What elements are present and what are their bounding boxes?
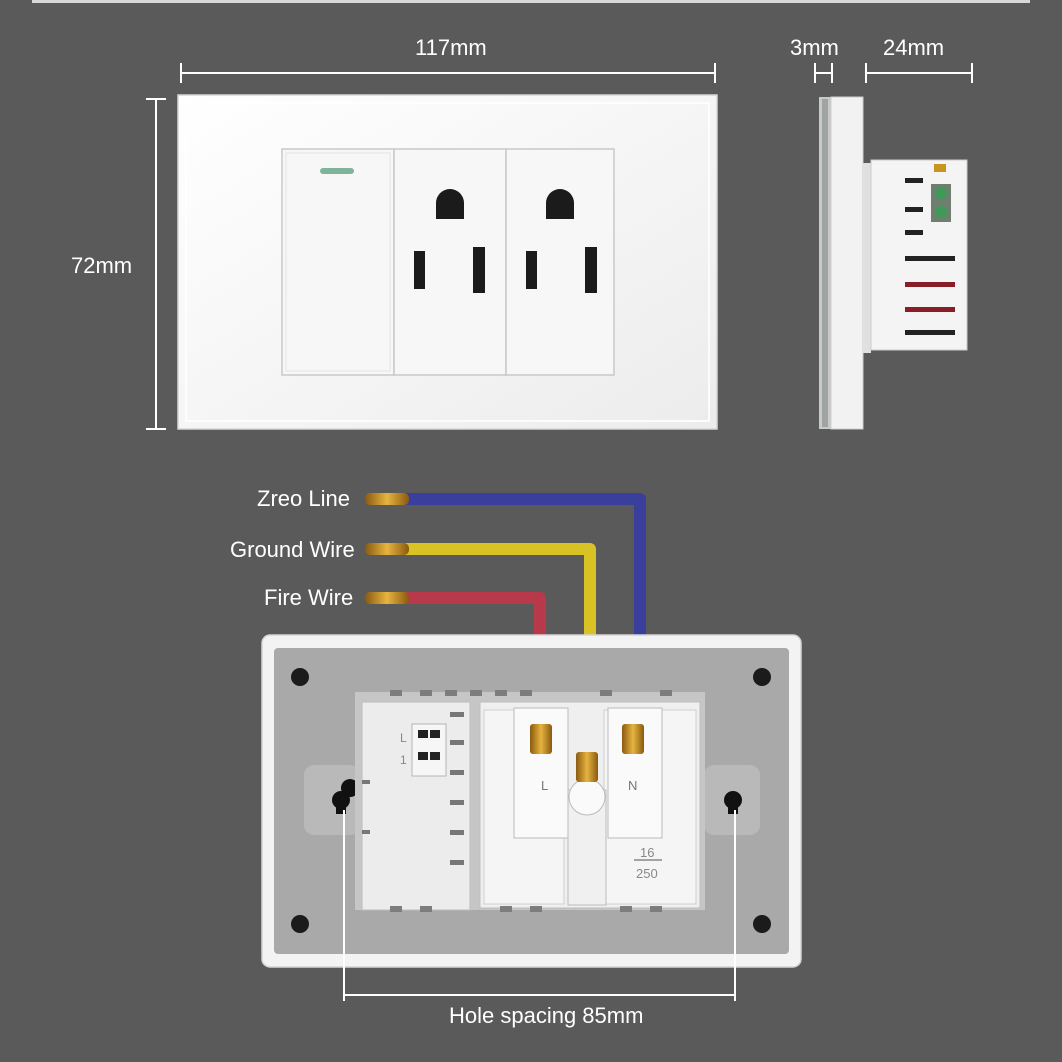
terminal-n-mark: N	[628, 778, 637, 793]
switch-terminal-1-mark: 1	[400, 753, 407, 767]
mounting-hole-icon	[753, 915, 771, 933]
switch-terminal-l-mark: L	[400, 731, 407, 745]
front-view-panel	[177, 94, 718, 430]
indicator-light-icon	[320, 168, 354, 174]
wire-zero-line	[365, 493, 646, 700]
wire-tip-icon	[365, 592, 409, 604]
rocker-switch	[281, 148, 395, 376]
terminal-l-mark: L	[541, 778, 548, 793]
wire-tip-icon	[365, 493, 409, 505]
ground-hole-icon	[546, 189, 574, 219]
brass-screw-icon	[530, 724, 552, 754]
mounting-hole-icon	[291, 668, 309, 686]
top-edge-strip	[32, 0, 1030, 3]
height-dimension	[146, 98, 166, 430]
mounting-hole-icon	[753, 668, 771, 686]
depth-dimension	[865, 63, 973, 83]
thickness-dimension	[814, 63, 833, 83]
rating-voltage-mark: 250	[636, 866, 658, 881]
mounting-hole-icon	[291, 915, 309, 933]
wire-label-zero: Zreo Line	[257, 486, 350, 511]
slot-icon	[526, 251, 537, 289]
side-view-panel	[819, 96, 968, 430]
terminal-screw-icon	[935, 206, 947, 218]
brass-screw-icon	[576, 752, 598, 782]
brass-screw-icon	[622, 724, 644, 754]
switch-module-back	[361, 701, 471, 911]
rating-current-mark: 16	[640, 845, 654, 860]
thickness-label: 3mm	[790, 35, 839, 60]
slot-icon	[473, 247, 485, 293]
ground-hole-icon	[436, 189, 464, 219]
slot-icon	[585, 247, 597, 293]
hole-spacing-dimension	[343, 810, 736, 1001]
wire-label-ground: Ground Wire	[230, 537, 355, 562]
outlet-left	[393, 148, 507, 376]
depth-label: 24mm	[883, 35, 945, 60]
wire-label-fire: Fire Wire	[264, 585, 354, 610]
terminal-screw-icon	[935, 187, 947, 199]
hole-spacing-label: Hole spacing 85mm	[449, 1003, 644, 1028]
width-label: 117mm	[415, 35, 487, 60]
socket-module-back	[479, 701, 701, 909]
back-view-panel	[261, 634, 802, 968]
wire-tip-icon	[365, 543, 409, 555]
width-dimension	[180, 63, 716, 83]
slot-icon	[414, 251, 425, 289]
outlet-right	[505, 148, 615, 376]
height-label: 72mm	[71, 253, 133, 278]
